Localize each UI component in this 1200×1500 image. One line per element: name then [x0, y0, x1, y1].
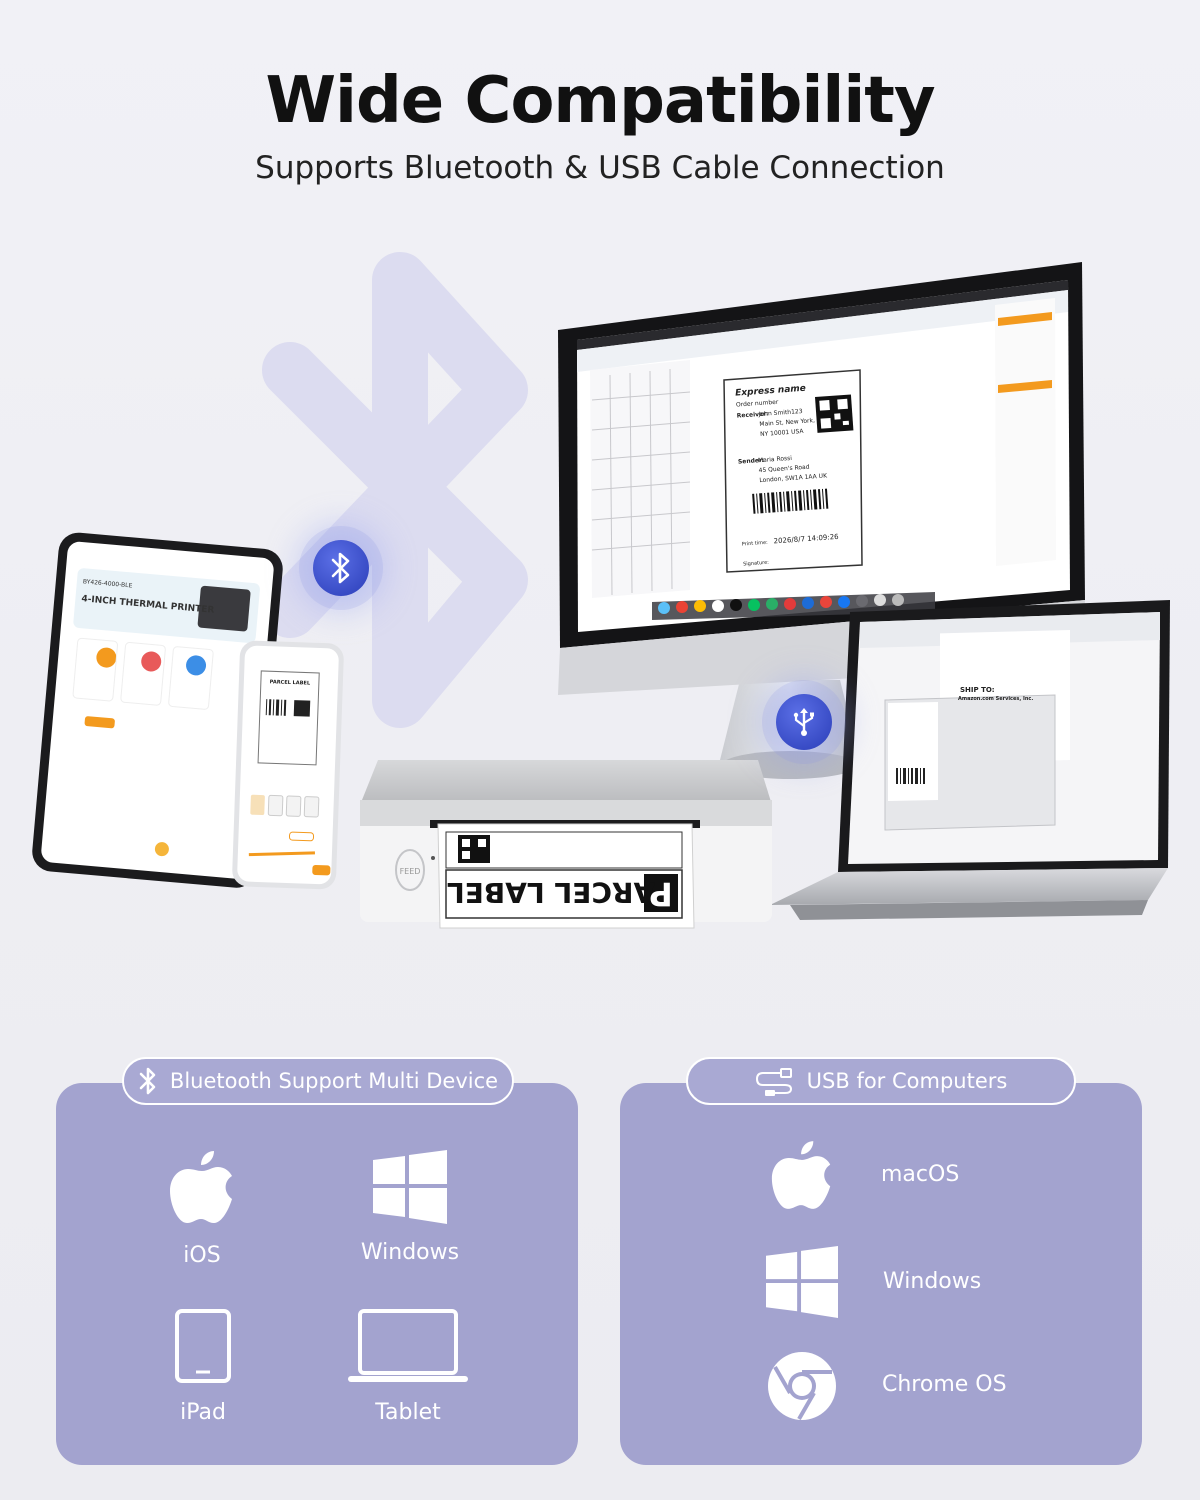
- os-label-ipad: iPad: [180, 1400, 226, 1425]
- windows-icon: [766, 1246, 838, 1318]
- print-time-label: Print time:: [742, 540, 769, 548]
- laptop-icon: [348, 1309, 468, 1382]
- os-item-windows: Windows: [350, 1150, 470, 1265]
- sender-line2: 45 Queen's Road: [758, 464, 810, 475]
- chrome-icon: [768, 1352, 836, 1420]
- bluetooth-panel-header: Bluetooth Support Multi Device: [122, 1057, 514, 1105]
- usb-cable-icon: [755, 1068, 792, 1096]
- bluetooth-background-icon: [262, 252, 528, 728]
- os-item-ipad: iPad: [153, 1308, 253, 1425]
- sender-line3: London, SW1A 1AA UK: [759, 472, 828, 484]
- apple-icon: [170, 1151, 232, 1223]
- receiver-line3: NY 10001 USA: [760, 428, 805, 438]
- usb-panel-header: USB for Computers: [686, 1057, 1076, 1105]
- sender-line1: Maria Rossi: [758, 455, 793, 464]
- imac-monitor: [558, 262, 1085, 695]
- bluetooth-support-panel: [56, 1083, 578, 1465]
- usb-panel-title: USB for Computers: [806, 1069, 1008, 1093]
- usb-computers-panel: [620, 1083, 1142, 1465]
- os-item-ios: iOS: [152, 1147, 252, 1268]
- os-item-chromeos: [766, 1350, 838, 1422]
- usb-badge: [776, 694, 832, 750]
- os-label-tablet: Tablet: [375, 1400, 441, 1425]
- bluetooth-icon: [139, 1067, 156, 1095]
- hero-illustration: PARCEL LABEL P FEED Express name Order n…: [32, 262, 1170, 929]
- receiver-label: Receiver:: [737, 410, 769, 419]
- os-label-windows-usb: Windows: [883, 1269, 982, 1294]
- printed-label-letter: P: [649, 875, 672, 913]
- ship-to-company: Amazon.com Services, Inc.: [958, 696, 1033, 702]
- bluetooth-icon: [331, 552, 350, 584]
- phone-label-heading: PARCEL LABEL: [270, 679, 311, 686]
- ipad-icon: [175, 1309, 231, 1383]
- os-label-ios: iOS: [183, 1243, 221, 1268]
- page-title: Wide Compatibility: [265, 64, 935, 138]
- bluetooth-panel-title: Bluetooth Support Multi Device: [169, 1069, 499, 1093]
- bluetooth-badge: [313, 540, 369, 596]
- os-item-macos: [770, 1137, 834, 1213]
- os-item-windows-usb: [766, 1246, 838, 1318]
- label-printer: [360, 760, 772, 929]
- phone: [232, 640, 344, 890]
- os-item-tablet: Tablet: [348, 1308, 468, 1425]
- os-label-chromeos: Chrome OS: [882, 1372, 1007, 1397]
- receiver-line2: Main St, New York,: [759, 417, 815, 428]
- windows-icon: [373, 1150, 447, 1224]
- ipad-device-name: BY426-4000-BLE: [83, 578, 133, 589]
- page-subtitle: Supports Bluetooth & USB Cable Connectio…: [255, 150, 945, 186]
- ship-to: SHIP TO:: [960, 686, 995, 694]
- feed-button-label: FEED: [400, 867, 421, 876]
- os-label-windows: Windows: [360, 1240, 460, 1265]
- order-number: Order number: [736, 399, 779, 409]
- express-name: Express name: [735, 384, 806, 399]
- signature-label: Signature:: [743, 560, 769, 568]
- receiver-line1: John Smith123: [758, 408, 803, 418]
- usb-icon: [793, 708, 814, 736]
- laptop: [770, 600, 1170, 920]
- printed-label-text: PARCEL LABEL: [447, 876, 673, 909]
- os-label-macos: macOS: [881, 1162, 960, 1187]
- ipad: [32, 532, 283, 888]
- sender-label: Sender:: [738, 457, 765, 466]
- apple-icon: [771, 1141, 831, 1209]
